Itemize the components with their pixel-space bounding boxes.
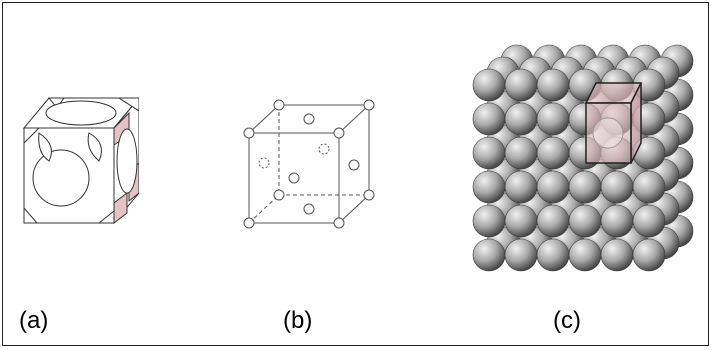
sphere (504, 136, 538, 170)
highlighted-unit-cell (584, 82, 643, 164)
sphere (472, 68, 506, 102)
caption-a: (a) (19, 307, 49, 334)
sphere (536, 102, 570, 136)
sphere (472, 204, 506, 238)
sphere (600, 204, 634, 238)
sphere (504, 68, 538, 102)
caption-b: (b) (283, 307, 313, 334)
sphere-packing-model (472, 44, 694, 272)
sphere (472, 136, 506, 170)
sphere (600, 238, 634, 272)
sphere (504, 204, 538, 238)
sphere (536, 170, 570, 204)
sphere (632, 204, 666, 238)
sphere (600, 170, 634, 204)
sphere (536, 68, 570, 102)
sphere (536, 238, 570, 272)
panel-b-lattice-points (239, 93, 399, 243)
sphere (472, 170, 506, 204)
sphere (568, 238, 602, 272)
panel-a-sectioned-unit-cell (19, 83, 141, 233)
sphere (504, 238, 538, 272)
sphere (472, 238, 506, 272)
panel-c-sphere-packing (461, 31, 711, 311)
lattice-point-diagram (243, 99, 375, 229)
sphere (632, 170, 666, 204)
sphere-group (472, 44, 694, 272)
sphere (504, 102, 538, 136)
sphere (536, 204, 570, 238)
hidden-atoms (258, 143, 330, 169)
sphere (504, 170, 538, 204)
sphere (536, 136, 570, 170)
face-centre-atoms (32, 100, 138, 207)
sectioned-unit-cell-diagram (22, 96, 141, 225)
cube-edges (247, 104, 371, 224)
figure-frame: (a) (b) (c) (2, 2, 709, 346)
sphere (568, 204, 602, 238)
caption-c: (c) (553, 307, 581, 334)
lattice-atoms (243, 99, 375, 229)
sphere (632, 238, 666, 272)
sphere (568, 170, 602, 204)
sphere (472, 102, 506, 136)
